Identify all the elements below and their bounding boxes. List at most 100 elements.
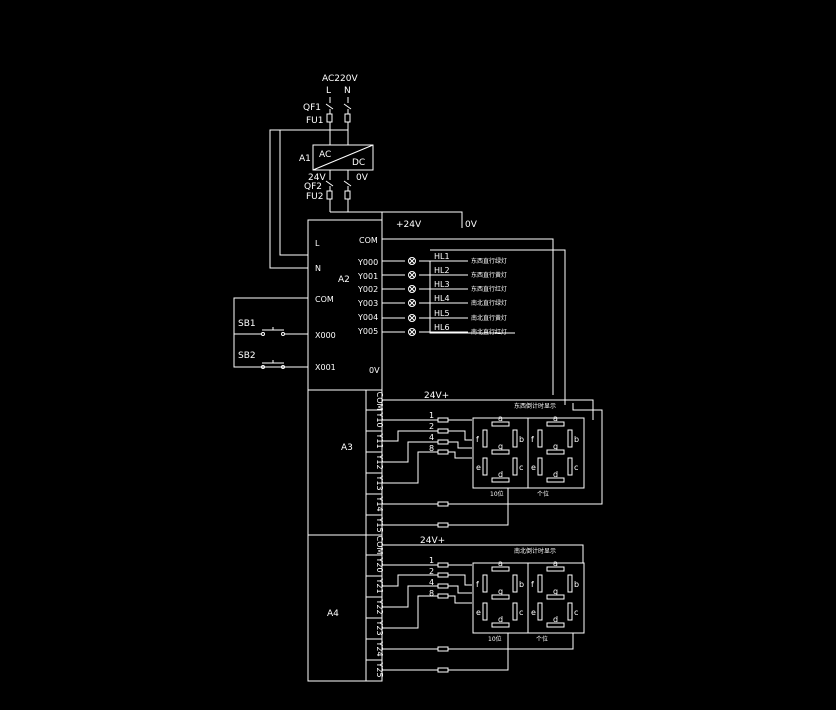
a4-units-label: 个位 xyxy=(536,635,548,643)
plc-a2: A2 L N COM X000 X001 COM Y000 Y001 Y002 … xyxy=(307,219,383,391)
module-a4-terminals xyxy=(365,534,383,682)
segment-c xyxy=(512,602,518,621)
segment-label-g: g xyxy=(498,442,503,451)
plc-pin-l: L xyxy=(315,239,320,248)
segment-label-f: f xyxy=(531,435,534,444)
a3-resistor-1 xyxy=(437,417,449,423)
supply-neutral-label: N xyxy=(344,86,351,96)
lamp-hl3-label: HL3 xyxy=(434,280,450,289)
a3-bcd-4: 4 xyxy=(429,433,434,442)
plc-out-y004: Y004 xyxy=(357,313,378,322)
segment-label-b: b xyxy=(519,580,524,589)
segment-c xyxy=(567,457,573,476)
lamp-hl5-label: HL5 xyxy=(434,309,450,318)
fuse-fu2-neg xyxy=(344,190,351,200)
segment-label-d: d xyxy=(553,615,558,624)
segment-a xyxy=(491,566,510,572)
lamp-note-2: 东西直行黄灯 xyxy=(471,271,507,279)
a3-pin-y12: Y12 xyxy=(375,453,384,469)
converter-diagonal xyxy=(312,144,374,171)
sb1-contact-l xyxy=(261,332,265,336)
module-a3: A3 COM Y10 Y11 Y12 Y13 Y14 Y15 24V+ 1 2 … xyxy=(307,389,603,536)
segment-label-b: b xyxy=(519,435,524,444)
segment-g xyxy=(491,594,510,600)
bus-24v-label: +24V xyxy=(396,220,422,230)
sb1-contact-r xyxy=(281,332,285,336)
a4-display-title: 南北倒计时显示 xyxy=(514,547,556,555)
a3-bcd-8: 8 xyxy=(429,444,434,453)
a3-bcd-2: 2 xyxy=(429,422,434,431)
segment-label-b: b xyxy=(574,580,579,589)
plc-out-y005: Y005 xyxy=(357,327,378,336)
segment-label-e: e xyxy=(531,608,536,617)
segment-label-g: g xyxy=(498,587,503,596)
button-sb2-label: SB2 xyxy=(238,351,256,361)
segment-label-b: b xyxy=(574,435,579,444)
segment-a xyxy=(491,421,510,427)
segment-label-c: c xyxy=(574,463,578,472)
plc-zero: 0V xyxy=(369,366,380,375)
segment-g xyxy=(491,449,510,455)
plc-pin-x000: X000 xyxy=(315,331,336,340)
a4-tens-label: 10位 xyxy=(488,635,502,643)
converter-box xyxy=(312,144,374,171)
lamp-symbol xyxy=(408,257,416,265)
lamp-symbol xyxy=(408,299,416,307)
lamp-symbol xyxy=(408,271,416,279)
plc-out-y002: Y002 xyxy=(357,285,378,294)
a4-resistor-1 xyxy=(437,562,449,568)
plc-pin-n: N xyxy=(315,264,321,273)
segment-e xyxy=(537,457,543,476)
lamp-symbol xyxy=(408,328,416,336)
segment-label-a: a xyxy=(498,414,503,423)
power-supply: AC220V L N QF1 FU1 xyxy=(269,74,358,269)
a3-units-label: 个位 xyxy=(537,490,549,498)
segment-label-d: d xyxy=(553,470,558,479)
lamp-common xyxy=(382,238,566,405)
a4-resistor-6 xyxy=(437,667,449,673)
a3-resistor-3 xyxy=(437,439,449,445)
a4-pin-y20: Y20 xyxy=(375,556,384,572)
a3-pin-y11: Y11 xyxy=(375,432,384,448)
segment-a xyxy=(546,421,565,427)
lamp-symbol xyxy=(408,285,416,293)
a4-pin-y21: Y21 xyxy=(375,577,384,593)
lamp-hl2-label: HL2 xyxy=(434,266,450,275)
lamp-note-1: 东西直行绿灯 xyxy=(471,257,507,265)
module-a3-name: A3 xyxy=(341,443,353,453)
segment-f xyxy=(482,429,488,448)
plc-power-feed xyxy=(269,129,349,269)
a4-pin-y22: Y22 xyxy=(375,598,384,614)
plc-pin-com: COM xyxy=(315,295,334,304)
plc-out-com: COM xyxy=(359,236,378,245)
a4-pin-com: COM xyxy=(375,536,384,555)
module-a4-body xyxy=(307,534,367,682)
segment-label-f: f xyxy=(476,435,479,444)
segment-label-g: g xyxy=(553,442,558,451)
lamp-note-4: 南北直行绿灯 xyxy=(471,299,507,307)
plc-pin-x001: X001 xyxy=(315,363,336,372)
segment-f xyxy=(537,429,543,448)
module-a4-name: A4 xyxy=(327,609,339,619)
a4-bcd-1: 1 xyxy=(429,556,434,565)
module-a4: A4 COM Y20 Y21 Y22 Y23 Y24 Y25 24V+ 1 2 … xyxy=(307,534,585,682)
segment-g xyxy=(546,594,565,600)
fuse-fu2-pos xyxy=(326,190,333,200)
a3-pin-y14: Y14 xyxy=(375,495,384,511)
output-lamps: HL1 HL2 HL3 HL4 HL5 HL6 东西直行绿灯 东西直行黄灯 东西… xyxy=(382,238,566,405)
segment-b xyxy=(567,574,573,593)
segment-label-a: a xyxy=(553,559,558,568)
segment-c xyxy=(567,602,573,621)
segment-label-d: d xyxy=(498,615,503,624)
breaker-qf2-label: QF2 xyxy=(304,182,322,192)
converter-out-wires xyxy=(325,170,463,228)
converter-a1: A1 AC DC 24V 0V QF2 FU2 +24V 0V xyxy=(299,144,478,230)
a3-resistor-2 xyxy=(437,428,449,434)
fuse-fu2-label: FU2 xyxy=(306,192,324,202)
plc-out-y000: Y000 xyxy=(357,258,378,267)
lamp-symbol xyxy=(408,314,416,322)
segment-label-c: c xyxy=(519,608,523,617)
a4-resistor-5 xyxy=(437,646,449,652)
